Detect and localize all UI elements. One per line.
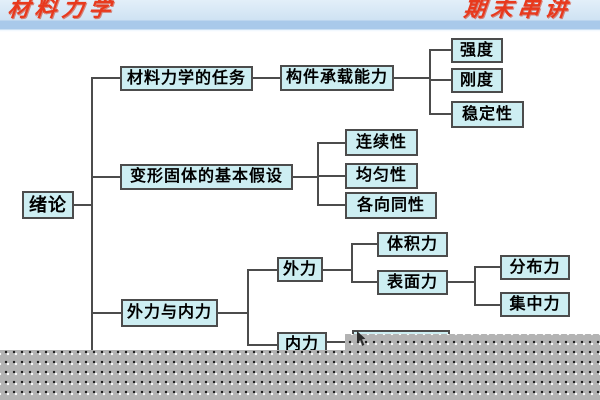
connector-capacity-vertical [429,49,431,115]
node-distributed-force: 分布力 [500,255,570,280]
node-intro: 绪论 [22,191,74,219]
connector-rigidity [429,79,451,81]
connector-branch1 [91,77,120,79]
node-continuity: 连续性 [345,129,418,156]
node-label: 体积力 [386,235,438,253]
node-label: 材料力学的任务 [126,69,246,87]
node-label: 强度 [459,41,494,59]
node-label: 绪论 [29,195,67,215]
node-label: 均匀性 [355,167,407,184]
connector-branch2 [91,176,120,178]
connector-continuity [317,142,345,144]
connector-surface-out [448,281,475,283]
connector-trunk-vertical [91,77,93,350]
connector-external [247,269,277,271]
connector-homogeneity [317,175,345,177]
node-task: 材料力学的任务 [120,66,253,91]
node-external-force: 外力 [277,257,323,282]
connector-external-out [323,269,352,271]
connector-internal [247,344,277,346]
node-forces: 外力与内力 [121,299,218,327]
node-stability: 稳定性 [451,101,524,128]
node-homogeneity: 均匀性 [345,163,418,189]
node-strength: 强度 [451,38,503,63]
node-surface-force: 表面力 [377,270,448,295]
node-label: 稳定性 [461,105,513,123]
node-concentrated-force: 集中力 [500,292,570,317]
node-capacity: 构件承载能力 [280,65,394,91]
connector-task-capacity [253,77,280,79]
node-label: 外力 [282,260,317,278]
node-label: 各向同性 [356,196,425,214]
node-rigidity: 刚度 [451,68,503,93]
node-isotropy: 各向同性 [345,192,437,219]
mouse-cursor-icon [357,331,366,346]
node-label: 集中力 [509,295,561,313]
connector-stability [429,113,451,115]
course-title: 材料力学 [6,0,118,21]
connector-forces-vertical [247,269,249,346]
connector-body-force [351,243,377,245]
connector-isotropy [317,204,345,206]
connector-strength [429,49,451,51]
node-label: 连续性 [355,133,407,151]
node-label: 刚度 [459,71,494,89]
connector-external-vertical [351,243,353,283]
node-assumptions: 变形固体的基本假设 [120,164,293,190]
node-label: 内力 [284,336,319,353]
node-label: 构件承载能力 [285,69,388,86]
connector-internal-out [327,341,352,343]
connector-surface-force [351,281,377,283]
connector-branch3 [91,312,121,314]
connector-distributed [474,266,500,268]
node-body-force: 体积力 [377,232,448,257]
connector-surface-vertical [474,266,476,306]
node-label: 外力与内力 [126,304,212,321]
node-label: 变形固体的基本假设 [129,168,283,185]
connector-assumptions-vertical [317,142,319,206]
session-title: 期末串讲 [462,0,574,21]
connector-root [73,204,91,206]
connector-assumptions-out [293,176,319,178]
connector-concentrated [474,304,500,306]
node-label: 表面力 [386,273,438,291]
connector-forces-out [218,312,248,314]
connector-capacity-out [394,77,431,79]
node-label: 分布力 [509,258,561,276]
slide-header: 材料力学 期末串讲 [0,0,600,32]
